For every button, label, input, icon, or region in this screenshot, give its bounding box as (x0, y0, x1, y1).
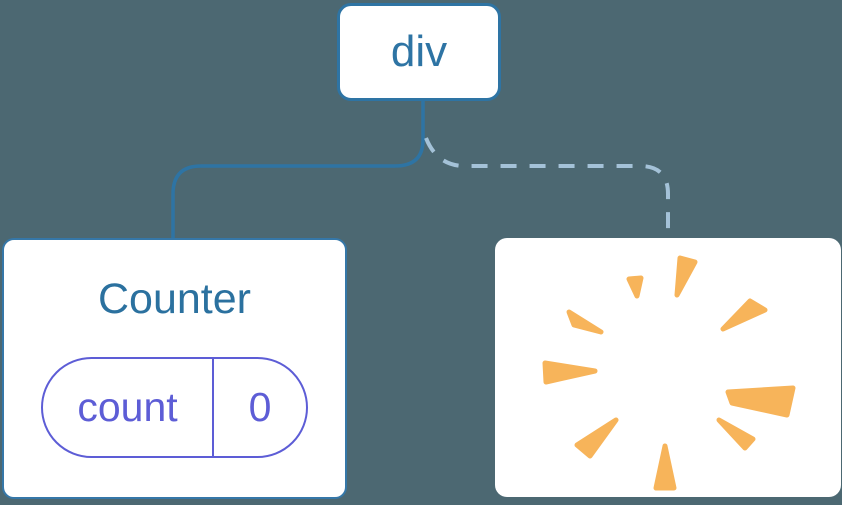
edge-solid-div-to-counter (171, 101, 425, 240)
dom-node-div-label: div (390, 27, 448, 76)
counter-component-title: Counter (98, 275, 251, 323)
state-pill-value: 0 (248, 384, 272, 430)
state-pill-key: count (43, 359, 214, 456)
counter-component-card: Counter count 0 (2, 238, 347, 499)
dom-node-div: div (337, 3, 501, 101)
state-pill: count 0 (41, 357, 308, 458)
edge-dashed-div-to-removed (424, 137, 670, 240)
removed-component-card (495, 238, 841, 497)
poof-icon (542, 255, 796, 491)
poof-burst-shapes (542, 255, 796, 491)
